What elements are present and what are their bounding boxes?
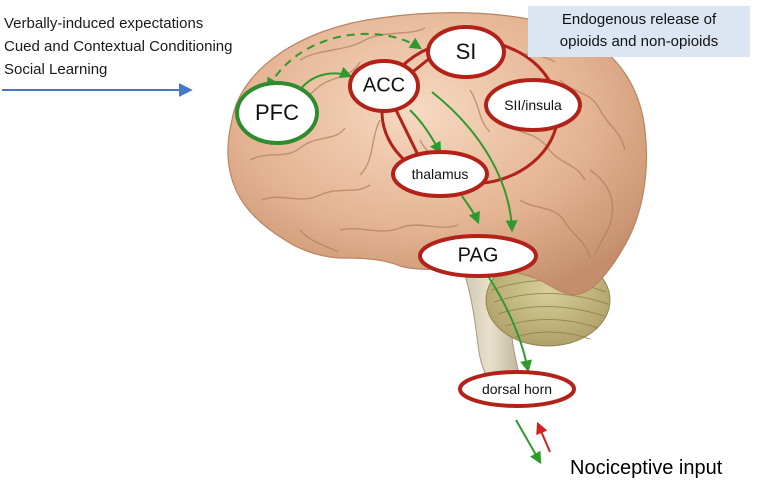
opioid-box-line2: opioids and non-opioids <box>559 33 719 50</box>
expectation-inputs: Verbally-induced expectations Cued and C… <box>4 12 233 81</box>
green-arrows <box>266 32 542 465</box>
input-label-conditioning: Cued and Contextual Conditioning <box>4 38 233 55</box>
thalamus-label: thalamus <box>411 166 469 182</box>
acc-thalamus-arrow <box>409 109 442 155</box>
ascending-input-arrow <box>536 421 551 453</box>
opioid-box-line1: Endogenous release of <box>561 11 717 28</box>
pfc-node <box>235 81 319 145</box>
descending-output-arrow <box>515 419 542 465</box>
thalamus-node <box>391 150 489 198</box>
dorsal-horn-node <box>458 370 576 408</box>
opioid-release-box: Endogenous release of opioids and non-op… <box>528 6 750 57</box>
sii-insula-label: SII/insula <box>504 97 562 113</box>
pag-dorsal-horn-arrow <box>487 275 532 373</box>
pfc-label: PFC <box>255 100 299 125</box>
pag-label: PAG <box>457 244 499 267</box>
dorsal-horn-label: dorsal horn <box>481 381 553 397</box>
sii-insula-node <box>484 78 582 132</box>
input-label-verbal: Verbally-induced expectations <box>4 15 204 32</box>
thalamus-pag-arrow <box>461 195 481 225</box>
acc-label: ACC <box>362 74 406 97</box>
acc-node <box>348 59 420 113</box>
pag-node <box>418 234 538 278</box>
input-label-social: Social Learning <box>4 61 108 78</box>
si-label: SI <box>455 39 477 64</box>
pfc-si-dashed-arrow <box>266 32 423 91</box>
pfc-acc-arrow <box>299 66 353 91</box>
acc-pag-arrow <box>431 91 518 233</box>
nociceptive-input-label: Nociceptive input <box>570 457 723 479</box>
si-node <box>426 25 506 79</box>
